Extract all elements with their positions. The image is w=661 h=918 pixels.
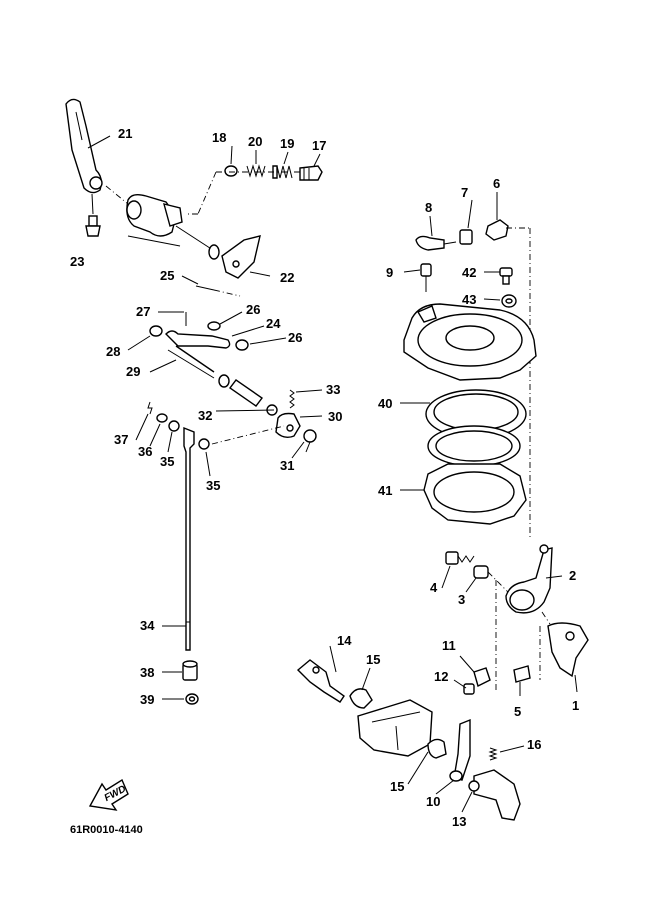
- callout-16: 16: [527, 737, 541, 752]
- callout-33: 33: [326, 382, 340, 397]
- part-21-lever: [65, 98, 103, 194]
- part-40-gasket: [425, 389, 527, 439]
- callout-35-upper: 35: [160, 454, 174, 469]
- part-22-shaft-lever: [175, 225, 261, 279]
- part-17-screw: [299, 165, 323, 181]
- part-7-nut: [459, 229, 473, 245]
- part-39-washer: [185, 693, 199, 705]
- callout-6: 6: [493, 176, 500, 191]
- callout-15-upper: 15: [366, 652, 380, 667]
- callout-29: 29: [126, 364, 140, 379]
- part-32-spacer: [218, 374, 278, 416]
- ring-plate: [403, 303, 537, 381]
- drawing-code: 61R0010-4140: [70, 824, 143, 836]
- callout-14: 14: [337, 633, 352, 648]
- callout-17: 17: [312, 138, 326, 153]
- callout-26-upper: 26: [246, 302, 260, 317]
- callout-11: 11: [442, 638, 456, 653]
- callout-28: 28: [106, 344, 120, 359]
- callout-36: 36: [138, 444, 152, 459]
- callout-22: 22: [280, 270, 294, 285]
- part-13-bracket: [468, 769, 521, 821]
- callout-10: 10: [426, 794, 440, 809]
- callout-2: 2: [569, 568, 576, 583]
- part-3-collar: [473, 565, 489, 579]
- callout-4: 4: [430, 580, 438, 595]
- callout-24: 24: [266, 316, 281, 331]
- part-14-pin: [296, 659, 345, 703]
- part-16-screw: [488, 747, 498, 761]
- part-42-bolt: [499, 267, 513, 285]
- part-10-link: [449, 718, 471, 782]
- callout-leaders: [127, 145, 525, 813]
- part-38-nut: [182, 660, 198, 681]
- spacer-ring: [427, 425, 521, 467]
- callout-5: 5: [514, 704, 521, 719]
- callout-34: 34: [140, 618, 155, 633]
- part-5-bolt: [513, 665, 531, 683]
- part-35-washer-b: [198, 438, 210, 450]
- callout-37: 37: [114, 432, 128, 447]
- callout-18: 18: [212, 130, 226, 145]
- callout-32: 32: [198, 408, 212, 423]
- part-26-washer-b: [235, 339, 249, 351]
- callout-38: 38: [140, 665, 154, 680]
- callout-25: 25: [160, 268, 174, 283]
- part-41-gasket-plate: [423, 463, 527, 525]
- part-23-bolt: [85, 215, 101, 237]
- callout-41: 41: [378, 483, 392, 498]
- part-29-link-rod: [165, 330, 231, 379]
- part-28-washer: [149, 325, 163, 337]
- callout-30: 30: [328, 409, 342, 424]
- callout-13: 13: [452, 814, 466, 829]
- part-8-link: [415, 235, 457, 251]
- part-11-clip: [473, 667, 491, 688]
- part-15-plug-b: [427, 738, 447, 759]
- part-30-cam: [275, 412, 301, 439]
- callout-15-lower: 15: [390, 779, 404, 794]
- callout-12: 12: [434, 669, 448, 684]
- part-18-cap: [224, 165, 238, 177]
- callout-7: 7: [461, 185, 468, 200]
- callout-21: 21: [118, 126, 132, 141]
- part-20-spring: [246, 164, 266, 178]
- callout-9: 9: [386, 265, 393, 280]
- part-1-bracket: [547, 622, 589, 678]
- part-26-washer-a: [207, 321, 221, 331]
- throttle-bracket: [126, 193, 183, 247]
- forward-direction-icon: FWD: [88, 778, 129, 811]
- callout-35-lower: 35: [206, 478, 220, 493]
- part-15-plug-a: [349, 688, 373, 709]
- callout-27: 27: [136, 304, 150, 319]
- part-35-washer-a: [168, 420, 180, 432]
- callout-20: 20: [248, 134, 262, 149]
- callout-1: 1: [572, 698, 579, 713]
- part-12-nut: [463, 683, 475, 695]
- callout-26-lower: 26: [288, 330, 302, 345]
- part-34-rod: [183, 426, 195, 651]
- part-6-clip: [485, 219, 509, 241]
- callout-labels: 21 23 18 20 19 17 22 25 27 26 24 28 26 2…: [70, 126, 579, 829]
- callout-19: 19: [280, 136, 294, 151]
- callout-40: 40: [378, 396, 392, 411]
- part-36-washer: [156, 413, 168, 423]
- callout-23: 23: [70, 254, 84, 269]
- part-43-washer: [501, 294, 517, 308]
- part-37-pin: [147, 401, 153, 415]
- part-9-screw: [420, 263, 432, 292]
- callout-42: 42: [462, 265, 476, 280]
- carburetor-body: [357, 699, 433, 757]
- callout-31: 31: [280, 458, 294, 473]
- part-4-bolt: [445, 551, 475, 565]
- callout-8: 8: [425, 200, 432, 215]
- part-33-screw: [289, 389, 295, 409]
- part-31-spring: [303, 429, 317, 453]
- callout-39: 39: [140, 692, 154, 707]
- callout-43: 43: [462, 292, 476, 307]
- part-25-pin: [195, 285, 215, 291]
- callout-3: 3: [458, 592, 465, 607]
- part-2-lever: [505, 544, 553, 614]
